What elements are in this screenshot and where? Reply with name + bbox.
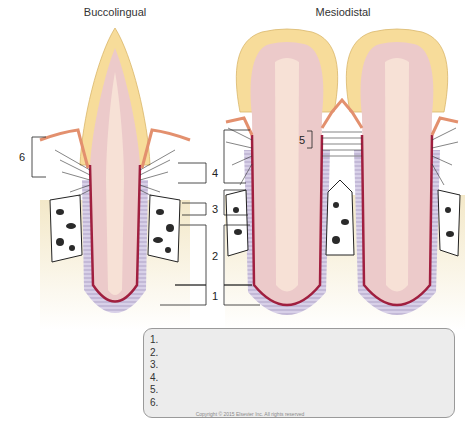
gingiva	[322, 100, 362, 128]
fiber-lines	[226, 128, 252, 185]
alveolar-bone	[148, 195, 180, 262]
answer-number: 3.	[150, 359, 448, 372]
callout-number: 2	[212, 250, 218, 262]
trabecula	[165, 247, 171, 253]
dentin	[361, 42, 434, 305]
trabecula	[66, 223, 76, 229]
pulp	[385, 58, 409, 292]
alveolar-bone	[326, 180, 354, 255]
fiber-lines	[322, 132, 362, 156]
bracket	[160, 130, 312, 305]
alveolar-bone	[226, 190, 248, 256]
gingiva	[226, 118, 252, 135]
alveolar-bone	[438, 190, 460, 256]
trabecula	[333, 202, 339, 208]
answer-number: 1.	[150, 334, 448, 347]
trabecula	[153, 237, 163, 243]
bracket-line	[307, 131, 312, 148]
pulp	[275, 58, 299, 292]
trabecula	[166, 224, 174, 232]
bracket-line	[224, 225, 252, 285]
pulp	[106, 72, 124, 295]
bracket-line	[178, 163, 206, 183]
trabecula	[332, 236, 340, 244]
view-title: Mesiodistal	[315, 6, 370, 18]
callout-number: 4	[212, 167, 218, 179]
view-title: Buccolingual	[84, 6, 146, 18]
trabecula	[233, 207, 239, 213]
gingiva	[432, 118, 458, 135]
answer-number: 2.	[150, 347, 448, 360]
gingiva	[142, 130, 190, 168]
dentin	[90, 48, 140, 302]
trabecula	[156, 209, 164, 215]
bracket-line	[224, 130, 250, 183]
cementum	[252, 135, 322, 305]
bracket-line	[182, 203, 206, 215]
callout-number: 3	[212, 203, 218, 215]
trabecula	[69, 245, 75, 251]
gingival-fibers	[55, 150, 175, 196]
transseptal-fibers	[226, 128, 458, 185]
callout-number: 1	[212, 290, 218, 302]
answer-box: 1.2.3.4.5.6.	[143, 328, 455, 418]
alveolar-bone	[50, 195, 82, 262]
gingiva	[40, 130, 88, 168]
copyright-note: Copyright © 2015 Elsevier Inc. All right…	[196, 411, 305, 417]
trabecula	[341, 219, 349, 225]
cementum	[90, 165, 140, 302]
answer-number: 6.	[150, 397, 448, 410]
answer-number: 4.	[150, 372, 448, 385]
bracket	[32, 137, 46, 177]
dentin	[251, 42, 324, 305]
bracket-line	[160, 285, 206, 305]
trabecula	[56, 209, 64, 215]
trabecula	[234, 229, 242, 235]
trabecula	[56, 238, 64, 246]
bone-trabeculae	[56, 209, 174, 253]
bracket-line	[224, 285, 260, 305]
answer-number: 5.	[150, 384, 448, 397]
fiber-lines	[432, 128, 458, 185]
bracket-line	[224, 190, 248, 215]
bone-trabeculae	[233, 202, 454, 244]
callout-number: 6	[19, 151, 25, 163]
cementum	[362, 135, 432, 305]
callout-number: 5	[299, 134, 305, 146]
trabecula	[445, 207, 451, 213]
bracket-line	[175, 225, 206, 285]
trabecula	[446, 231, 454, 237]
